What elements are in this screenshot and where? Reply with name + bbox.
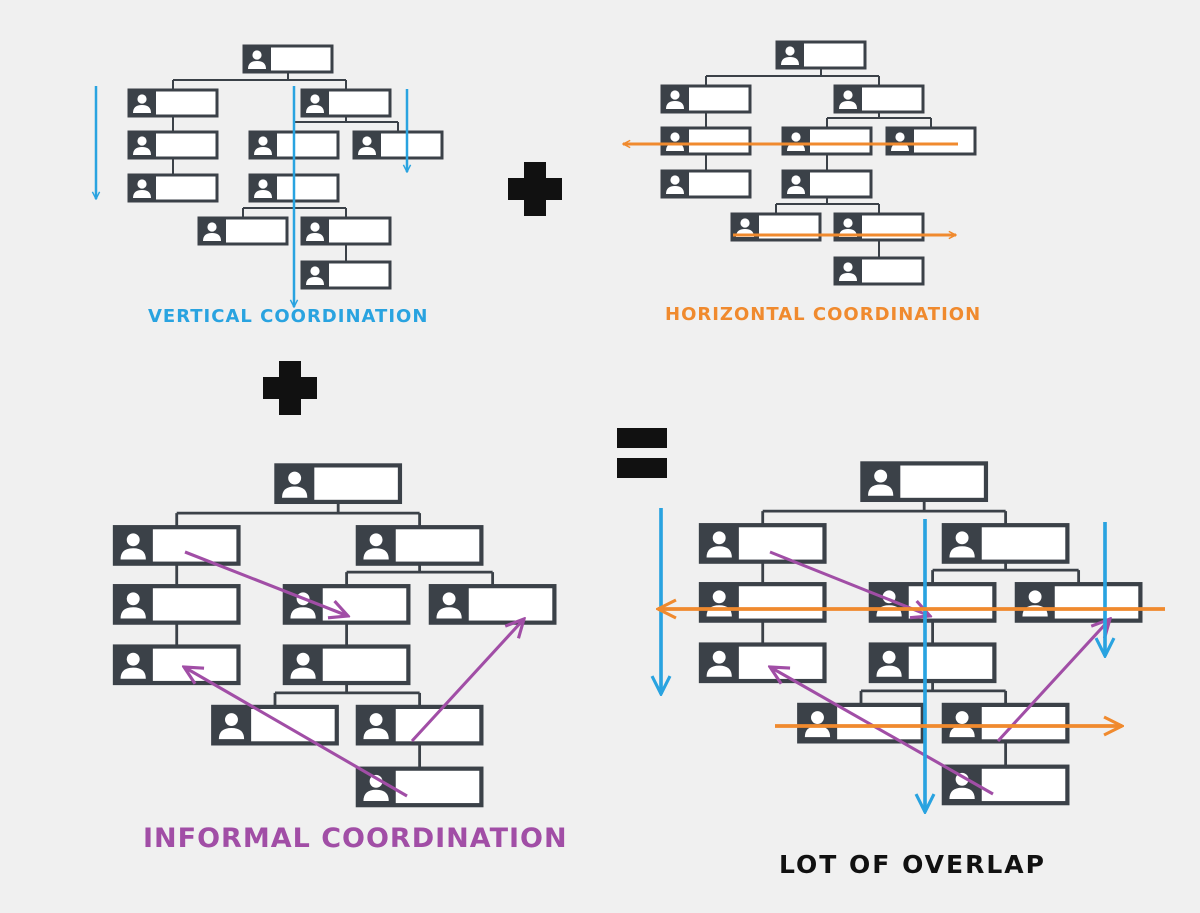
org-box xyxy=(860,461,989,503)
org-box xyxy=(112,525,241,566)
person-icon xyxy=(781,46,799,65)
person-icon xyxy=(120,652,146,679)
org-box xyxy=(781,126,873,156)
org-box xyxy=(242,44,334,74)
person-icon xyxy=(290,652,316,679)
person-icon xyxy=(306,266,324,285)
person-icon xyxy=(787,175,805,194)
person-icon xyxy=(120,592,146,619)
label-horizontal-coordination: HORIZONTAL COORDINATION xyxy=(665,304,982,325)
org-box xyxy=(355,704,484,746)
org-box xyxy=(833,212,925,242)
label-vertical-coordination: VERTICAL COORDINATION xyxy=(148,306,429,327)
informal-arrow xyxy=(996,619,1110,743)
org-box xyxy=(941,523,1070,564)
org-box xyxy=(941,702,1070,744)
person-icon xyxy=(876,650,902,677)
person-icon xyxy=(306,222,324,241)
org-box xyxy=(112,584,241,625)
org-box xyxy=(211,704,339,746)
plus-operator-1 xyxy=(508,162,562,216)
org-box xyxy=(352,130,444,160)
org-box xyxy=(282,644,411,686)
person-icon xyxy=(133,179,151,198)
org-box xyxy=(885,126,977,156)
org-box xyxy=(781,169,873,199)
org-box xyxy=(730,212,822,242)
person-icon xyxy=(949,531,975,558)
person-icon xyxy=(436,592,462,619)
person-icon xyxy=(666,175,684,194)
org-box xyxy=(660,169,752,199)
chart-informal xyxy=(112,463,557,808)
person-icon xyxy=(868,469,894,496)
org-box xyxy=(127,88,219,118)
org-box xyxy=(300,216,392,246)
label-lot-of-overlap: LOT OF OVERLAP xyxy=(779,850,1046,879)
person-icon xyxy=(363,533,389,560)
person-icon xyxy=(839,90,857,109)
person-icon xyxy=(133,94,151,113)
person-icon xyxy=(706,531,732,558)
org-box xyxy=(868,642,997,684)
org-box xyxy=(127,130,219,160)
informal-arrow xyxy=(184,667,408,798)
chart-horizontal xyxy=(623,40,977,286)
org-box xyxy=(941,764,1070,806)
plus-operator-2 xyxy=(263,361,317,415)
org-box xyxy=(274,463,403,505)
person-icon xyxy=(839,262,857,281)
chart-vertical xyxy=(96,44,444,307)
org-box xyxy=(300,260,392,290)
person-icon xyxy=(120,533,146,560)
equals-operator xyxy=(617,428,667,478)
informal-arrow xyxy=(769,550,930,616)
org-box xyxy=(775,40,867,70)
org-box xyxy=(833,256,925,286)
person-icon xyxy=(949,711,975,738)
person-icon xyxy=(218,713,245,740)
org-box xyxy=(112,644,241,686)
person-icon xyxy=(804,711,831,738)
label-informal-coordination: INFORMAL COORDINATION xyxy=(143,823,568,854)
person-icon xyxy=(282,471,308,498)
person-icon xyxy=(133,136,151,155)
org-box xyxy=(698,642,827,684)
org-box xyxy=(282,584,411,625)
person-icon xyxy=(248,50,266,69)
org-box xyxy=(698,523,827,564)
org-box xyxy=(660,84,752,114)
person-icon xyxy=(254,179,272,198)
person-icon xyxy=(363,713,389,740)
person-icon xyxy=(706,650,732,677)
person-icon xyxy=(306,94,324,113)
org-box xyxy=(127,173,219,203)
person-icon xyxy=(358,136,376,155)
org-box xyxy=(833,84,925,114)
org-box xyxy=(1014,582,1143,623)
informal-arrow xyxy=(184,550,348,616)
person-icon xyxy=(203,222,221,241)
person-icon xyxy=(363,774,389,801)
person-icon xyxy=(254,136,272,155)
org-box xyxy=(355,525,484,566)
informal-arrow xyxy=(770,667,994,796)
informal-arrow xyxy=(410,619,524,743)
chart-overlap xyxy=(658,461,1166,812)
org-box xyxy=(698,582,827,623)
org-box xyxy=(660,126,752,156)
org-box xyxy=(868,582,997,623)
org-box xyxy=(797,702,925,744)
person-icon xyxy=(666,90,684,109)
org-box xyxy=(428,584,557,625)
org-box xyxy=(355,766,484,808)
org-box xyxy=(197,216,289,246)
org-box xyxy=(300,88,392,118)
